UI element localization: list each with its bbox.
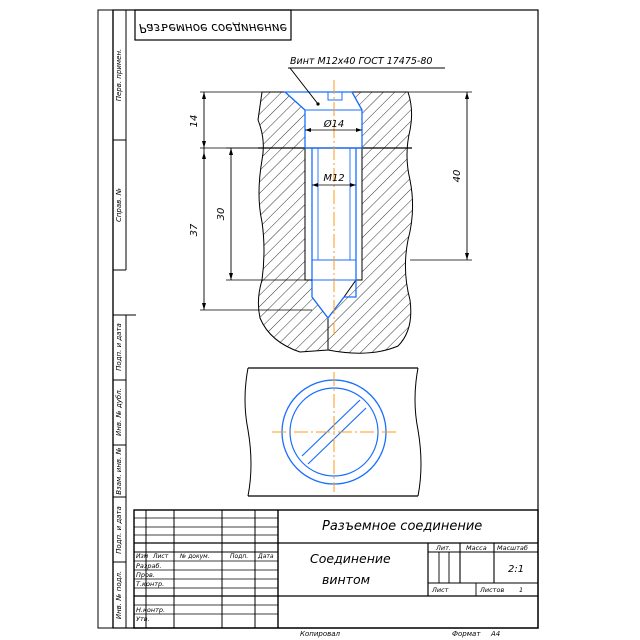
stamp-vzam-inv: Взам. инв. № (115, 447, 123, 495)
callout: Винт М12х40 ГОСТ 17475-80 (288, 56, 445, 106)
hdr-izm: Изм (136, 553, 149, 560)
role-utv: Утв. (136, 615, 150, 623)
stamp-podp-data-2: Подп. и дата (115, 506, 123, 554)
callout-text: Винт М12х40 ГОСТ 17475-80 (290, 56, 432, 67)
hdr-podp: Подп. (230, 553, 248, 560)
stamp-sprav-no: Справ. № (115, 188, 123, 222)
dim-m12: М12 (323, 173, 344, 184)
section-view (257, 80, 414, 354)
title-block: Изм Лист № докум. Подп. Дата Разраб. Про… (133, 509, 539, 629)
masshtab-value: 2:1 (508, 564, 524, 575)
body-right-hatch (327, 91, 414, 354)
massa-label: Масса (466, 544, 487, 552)
masshtab-label: Масштаб (497, 544, 528, 552)
dim-diam-14: Ø14 (323, 118, 345, 130)
listov-value: 1 (519, 586, 523, 594)
name-line2: винтом (322, 572, 370, 587)
doc-title: Разъемное соединение (322, 519, 482, 534)
format-label: Формат (452, 630, 481, 638)
dim-14-vertical: 14 (189, 115, 200, 128)
role-razrab: Разраб. (136, 562, 162, 570)
mirrored-title-box: Разъемное соединение (134, 9, 292, 41)
top-view (244, 367, 422, 497)
dim-37: 37 (189, 223, 200, 236)
copied-label: Копировал (300, 630, 341, 638)
role-t-kontr: Т.контр. (136, 580, 164, 588)
role-n-kontr: Н.контр. (136, 606, 165, 614)
hdr-data: Дата (257, 553, 274, 560)
hdr-doc-no: № докум. (179, 553, 210, 560)
hdr-list: Лист (152, 553, 169, 560)
stamp-podp-data-1: Подп. и дата (115, 323, 123, 371)
list-label: Лист (431, 586, 449, 594)
mirrored-title: Разъемное соединение (139, 21, 287, 35)
side-stamp: Перв. примен. Справ. № Подп. и дата Инв.… (112, 10, 136, 629)
format-value: А4 (490, 630, 500, 638)
role-prov: Пров. (136, 571, 155, 579)
stamp-inv-podl: Инв. № подл. (115, 571, 123, 619)
body-left-hatch (257, 91, 329, 353)
lit-label: Лит. (435, 544, 451, 552)
listov-label: Листов (479, 586, 504, 594)
stamp-inv-dubl: Инв. № дубл. (115, 388, 123, 436)
screw-shank (311, 148, 357, 320)
dimensions: 14 Ø14 М12 37 30 40 (189, 91, 472, 311)
dim-40: 40 (452, 170, 463, 183)
stamp-perv-primen: Перв. примен. (115, 49, 123, 102)
dim-30: 30 (216, 208, 227, 221)
sheet-footer: Копировал Формат А4 (300, 630, 500, 638)
name-line1: Соединение (310, 551, 391, 566)
